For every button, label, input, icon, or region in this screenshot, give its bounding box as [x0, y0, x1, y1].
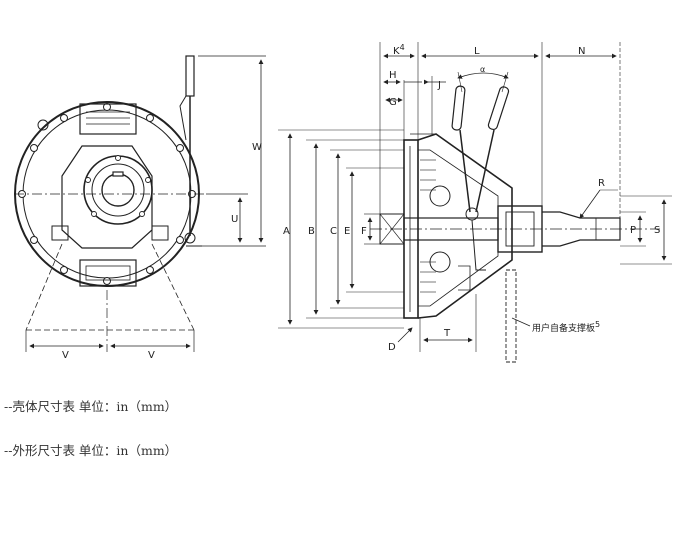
dim-l-label: L — [474, 46, 480, 57]
gearbox-dimension-drawing: W U V V — [14, 42, 672, 363]
lever-left — [451, 85, 466, 131]
dim-r-label: R — [598, 178, 605, 189]
dim-n-label: N — [578, 46, 585, 57]
dim-b-label: B — [308, 226, 315, 237]
dim-h-label: H — [389, 70, 397, 81]
dim-g-label: G — [389, 97, 397, 108]
dim-a-label: A — [283, 226, 290, 237]
side-view — [278, 42, 672, 363]
bottom-cover — [79, 259, 137, 287]
bore — [101, 173, 135, 207]
dim-k-label: K4 — [393, 43, 405, 57]
dim-w-label: W — [252, 142, 262, 153]
dim-p-label: P — [630, 225, 636, 236]
lever-right — [487, 86, 510, 131]
dim-j-label: J — [437, 80, 441, 91]
dim-f-label: F — [361, 226, 367, 237]
outline-dimension-table-caption: --外形尺寸表 单位：in（mm） — [4, 443, 178, 458]
front-view — [14, 55, 266, 352]
dim-alpha-label: α — [480, 65, 485, 74]
dim-d-label: D — [388, 342, 396, 353]
dim-u-label: U — [231, 214, 238, 225]
housing-dimension-table-caption: --壳体尺寸表 单位：in（mm） — [4, 399, 178, 414]
dim-s-label: S — [654, 225, 660, 236]
dim-v-left-label: V — [62, 350, 69, 361]
dim-v-right-label: V — [148, 350, 155, 361]
center-boss — [61, 145, 153, 249]
hand-lever — [185, 55, 195, 97]
dim-t-label: T — [443, 328, 451, 339]
nameplate — [79, 103, 137, 135]
housing-cone — [417, 133, 513, 319]
side-view-labels: K4 L N H J α G A B C E F R P S D T 用户自备支… — [283, 43, 660, 353]
support-plate — [505, 269, 517, 363]
support-plate-callout: 用户自备支撑板5 — [532, 320, 600, 334]
dim-c-label: C — [330, 226, 337, 237]
dim-e-label: E — [344, 226, 350, 237]
